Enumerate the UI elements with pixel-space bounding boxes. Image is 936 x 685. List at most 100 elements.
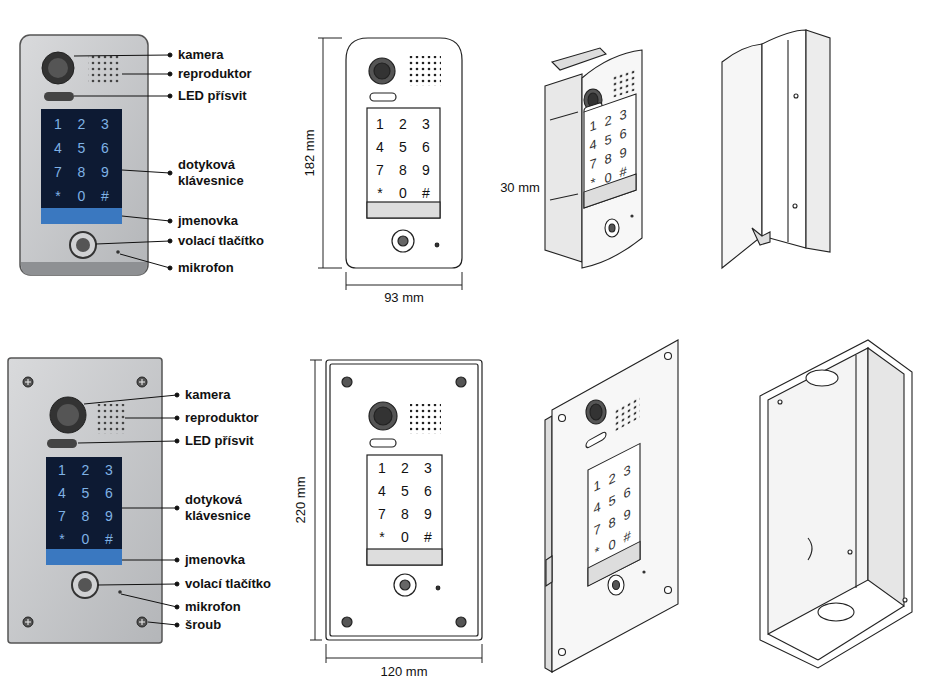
keypad-digit: 5 [401,483,409,500]
keypad-digit: 9 [105,508,113,525]
keypad-digit: 9 [424,506,432,523]
keypad-digit: 3 [101,116,109,133]
keypad-digit: 8 [399,162,407,179]
part-label: kamera [185,387,231,403]
keypad-digit: 4 [589,136,596,154]
keypad-digit: 8 [608,513,615,532]
keypad-digit: 3 [422,116,430,133]
keypad-digit: 6 [623,483,630,502]
keypad-digit: 8 [78,164,86,181]
keypad-digit: # [623,527,630,546]
keypad-digit: 6 [619,125,626,143]
panel-outline-bottom [326,360,482,640]
keypad-digit: 3 [424,460,432,477]
keypad-digit: 2 [604,111,611,129]
keypad-digit: 0 [78,188,86,205]
keypad-digit: * [59,531,64,548]
keypad-digit: 2 [78,116,86,133]
keypad-digit: 6 [105,485,113,502]
keypad-digit: 1 [593,476,600,495]
keypad-digit: # [619,163,626,181]
keypad-digit: # [422,185,430,202]
keypad-digit: 7 [376,162,384,179]
keypad-digit: 4 [54,140,62,157]
keypad-digit: 9 [623,505,630,524]
keypad-digit: * [594,543,599,561]
panel-outline-top [346,38,462,268]
keypad-digit: 0 [399,185,407,202]
keypad-digit: 4 [593,498,600,517]
keypad-digit: 8 [401,506,409,523]
keypad-digit: 3 [619,106,626,124]
keypad-digit: 7 [378,506,386,523]
panel-3d-bottom [545,340,678,672]
part-label: jmenovka [178,213,238,229]
keypad-digit: 8 [82,508,90,525]
dimension-label: 182 mm [302,130,318,177]
keypad-digit: 1 [376,116,384,133]
keypad-digit: 6 [422,139,430,156]
keypad-digit: 3 [105,462,113,479]
part-label: šroub [185,617,221,633]
keypad-digit: 5 [78,140,86,157]
keypad-digit: 2 [401,460,409,477]
keypad-digit: 7 [54,164,62,181]
dimension-label: 120 mm [381,664,428,680]
part-label: dotyková klávesnice [178,157,274,188]
keypad-digit: 2 [399,116,407,133]
keypad-digit: 5 [604,130,611,148]
panel-colour-bottom [8,358,162,643]
panel-colour-top [20,35,148,275]
keypad-digit: 1 [58,462,66,479]
keypad-digit: 7 [589,155,596,173]
keypad-digit: 1 [54,116,62,133]
rain-hood [722,30,830,268]
keypad-digit: 0 [604,168,611,186]
part-label: LED přísvit [185,433,254,449]
dimension-label: 93 mm [384,290,424,306]
keypad-digit: # [101,188,109,205]
part-label: reproduktor [178,66,252,82]
keypad-digit: 4 [58,485,66,502]
part-label: reproduktor [185,410,259,426]
keypad-digit: * [55,188,60,205]
part-label: jmenovka [185,552,245,568]
flush-box [760,340,912,668]
dimension-lines-top [318,38,462,290]
keypad-digit: # [424,529,432,546]
dimension-label: 30 mm [500,180,540,196]
keypad-digit: 9 [619,144,626,162]
keypad-digit: 6 [424,483,432,500]
dimension-label: 220 mm [293,477,309,524]
keypad-digit: 7 [593,520,600,539]
leader-lines-top [74,53,172,270]
keypad-digit: * [379,529,384,546]
part-label: mikrofon [185,599,241,615]
keypad-digit: 7 [58,508,66,525]
keypad-digit: 1 [589,117,596,135]
part-label: mikrofon [178,260,234,276]
keypad-digit: 2 [608,469,615,488]
keypad-digit: 0 [608,535,615,554]
part-label: dotyková klávesnice [185,492,281,523]
dimension-lines-bottom [310,360,482,663]
keypad-digit: * [377,185,382,202]
keypad-digit: 0 [82,531,90,548]
keypad-digit: 2 [82,462,90,479]
keypad-digit: 5 [82,485,90,502]
keypad-digit: 1 [378,460,386,477]
keypad-digit: 6 [101,140,109,157]
keypad-digit: 3 [623,461,630,480]
keypad-digit: 9 [422,162,430,179]
part-label: volací tlačítko [185,576,271,592]
keypad-digit: * [590,174,595,191]
keypad-digit: 8 [604,149,611,167]
keypad-digit: 4 [376,139,384,156]
panel-3d-top [545,48,642,268]
part-label: volací tlačítko [178,233,264,249]
keypad-digit: 4 [378,483,386,500]
keypad-digit: # [105,531,113,548]
keypad-digit: 9 [101,164,109,181]
